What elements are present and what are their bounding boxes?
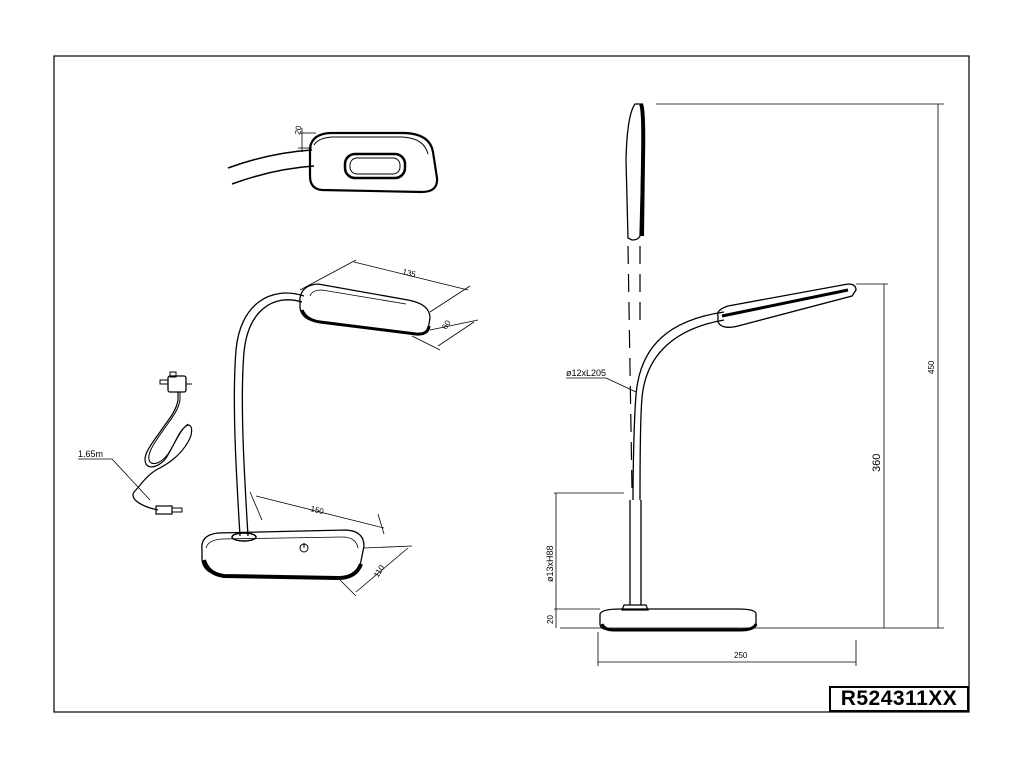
base-width-label: 110 bbox=[372, 563, 387, 579]
power-adapter bbox=[78, 371, 193, 515]
isometric-lamp-view bbox=[201, 259, 479, 597]
drawing-frame bbox=[53, 55, 970, 713]
head-width-label: 60 bbox=[440, 318, 453, 331]
cable-length-label: 1.65m bbox=[78, 449, 103, 459]
overall-height-label: 450 bbox=[927, 360, 936, 374]
arm-spec-label: ø12xL205 bbox=[566, 368, 606, 378]
product-code: R524311XX bbox=[840, 687, 958, 710]
side-elevation-view bbox=[554, 103, 944, 666]
head-length-label: 135 bbox=[402, 267, 418, 279]
post-spec-label: ø13xH88 bbox=[545, 545, 555, 582]
head-thickness-label: 20 bbox=[293, 124, 304, 135]
product-code-box: R524311XX bbox=[829, 686, 969, 712]
head-detail-view bbox=[227, 128, 439, 194]
base-length-label: 150 bbox=[310, 504, 326, 516]
base-height-label: 20 bbox=[546, 615, 555, 624]
lamp-height-label: 360 bbox=[871, 454, 883, 472]
base-span-label: 250 bbox=[734, 651, 748, 660]
